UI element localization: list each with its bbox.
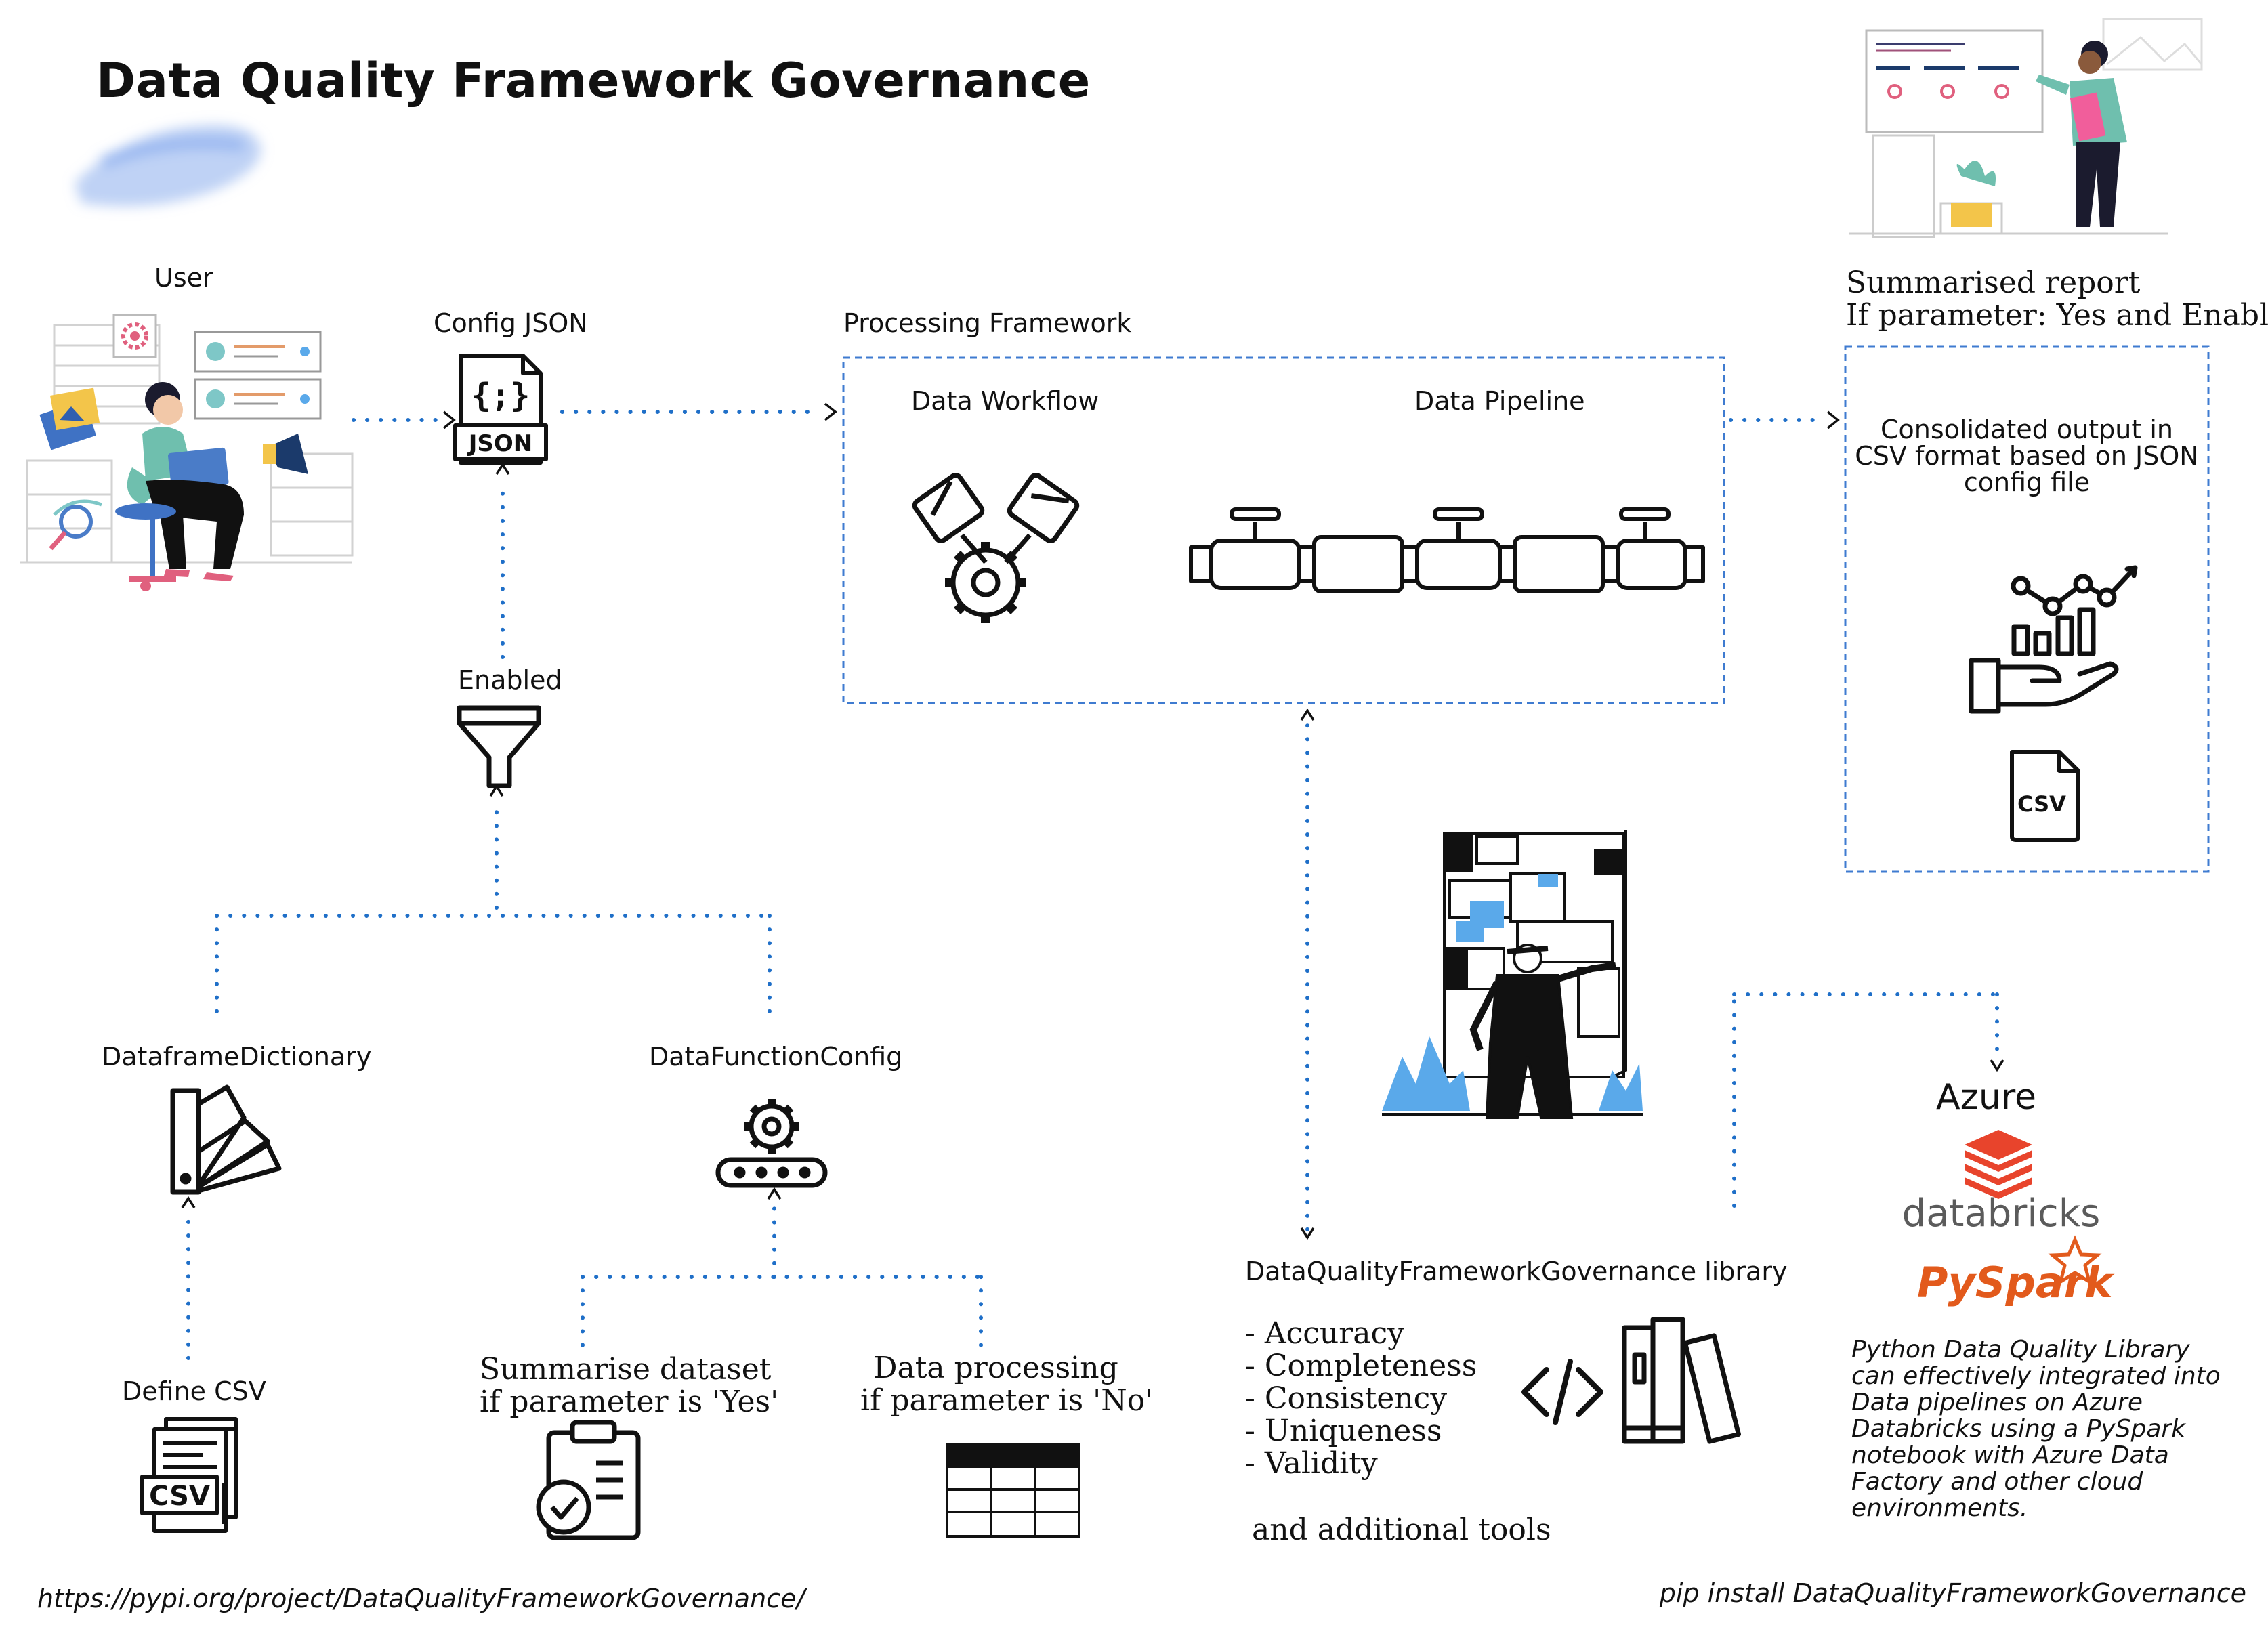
arrowheads <box>181 402 2004 1240</box>
code-brackets-icon <box>1521 1359 1603 1425</box>
json-braces-text: {;} <box>471 377 530 415</box>
consolidated-output-line-3: config file <box>1963 467 2091 497</box>
brush-stroke-decoration <box>75 125 261 207</box>
pyspark-star-icon <box>2048 1235 2102 1286</box>
footer-pypi-link[interactable]: https://pypi.org/project/DataQualityFram… <box>37 1584 805 1613</box>
label-data-processing: Data processing if parameter is 'No' <box>860 1351 1154 1418</box>
consolidated-output-line-2: CSV format based on JSON <box>1855 441 2199 471</box>
engine-icon <box>912 473 1080 623</box>
databricks-logo-icon <box>1965 1130 2032 1199</box>
page-title: Data Quality Framework Governance <box>96 53 1091 108</box>
chart-hand-icon <box>1969 565 2138 714</box>
csv-file-text: CSV <box>2017 791 2066 817</box>
databricks-wordmark: databricks <box>1902 1191 2101 1236</box>
presenter-illustration <box>1849 18 2203 238</box>
label-config-json: Config JSON <box>434 308 588 338</box>
library-note-line: can effectively integrated into <box>1851 1362 2221 1390</box>
summarise-dataset-line-1: Summarise dataset <box>480 1352 772 1387</box>
json-badge-text: JSON <box>467 430 533 457</box>
csv-file-icon <box>2010 750 2080 842</box>
connector-lines <box>186 410 1999 1360</box>
quality-dimension-item: - Completeness <box>1245 1349 1477 1383</box>
label-user: User <box>154 263 213 293</box>
summarised-report-line-1: Summarised report <box>1846 266 2141 300</box>
label-data-workflow: Data Workflow <box>911 386 1099 416</box>
label-data-pipeline: Data Pipeline <box>1414 386 1585 416</box>
clipboard-check-icon <box>536 1420 641 1540</box>
csv-spreadsheet-icon <box>140 1419 238 1533</box>
csv-badge-text: CSV <box>149 1481 210 1512</box>
quality-dimension-item: - Accuracy <box>1245 1316 1405 1351</box>
label-data-function-config: DataFunctionConfig <box>649 1042 903 1072</box>
quality-dimensions-list: - Accuracy - Completeness - Consistency … <box>1245 1317 1477 1480</box>
summarised-report-line-2: If parameter: Yes and Enabled <box>1846 298 2268 333</box>
processing-framework-box <box>842 356 1725 704</box>
library-note-line: Factory and other cloud <box>1851 1468 2143 1496</box>
library-note-line: environments. <box>1851 1494 2028 1522</box>
label-azure: Azure <box>1936 1077 2037 1118</box>
quality-dimension-item: - Consistency <box>1245 1381 1448 1416</box>
data-processing-line-2: if parameter is 'No' <box>860 1383 1154 1418</box>
table-grid-icon <box>946 1443 1080 1538</box>
json-file-icon <box>453 354 548 465</box>
label-additional-tools: and additional tools <box>1252 1513 1551 1547</box>
quality-dimension-item: - Uniqueness <box>1245 1414 1442 1448</box>
consolidated-output-line-1: Consolidated output in <box>1881 415 2173 444</box>
user-illustration <box>20 314 354 591</box>
summarise-dataset-line-2: if parameter is 'Yes' <box>480 1385 779 1419</box>
warehouse-worker-illustration <box>1382 830 1643 1119</box>
library-note: Python Data Quality Library can effectiv… <box>1851 1336 2221 1521</box>
label-summarised-report: Summarised report If parameter: Yes and … <box>1846 267 2268 332</box>
books-icon <box>1622 1317 1741 1444</box>
label-summarise-dataset: Summarise dataset if parameter is 'Yes' <box>480 1353 778 1418</box>
report-box <box>1844 345 2210 873</box>
label-consolidated-output: Consolidated output in CSV format based … <box>1845 417 2208 496</box>
swatch-fan-icon <box>170 1084 282 1195</box>
library-note-line: Data pipelines on Azure <box>1851 1389 2143 1416</box>
label-define-csv: Define CSV <box>122 1376 266 1406</box>
data-processing-line-1: Data processing <box>873 1351 1118 1385</box>
library-note-line: Databricks using a PySpark <box>1851 1415 2186 1443</box>
label-library: DataQualityFrameworkGovernance library <box>1245 1257 1788 1286</box>
library-note-line: Python Data Quality Library <box>1851 1336 2190 1364</box>
label-enabled: Enabled <box>458 665 562 695</box>
label-processing-framework: Processing Framework <box>843 308 1132 338</box>
quality-dimension-item: - Validity <box>1245 1446 1378 1481</box>
pipeline-icon <box>1189 507 1705 593</box>
funnel-icon <box>457 705 541 788</box>
gear-conveyor-icon <box>715 1099 828 1188</box>
footer-install-command: pip install DataQualityFrameworkGovernan… <box>1659 1578 2246 1608</box>
label-dataframe-dictionary: DataframeDictionary <box>102 1042 372 1072</box>
library-note-line: notebook with Azure Data <box>1851 1441 2169 1469</box>
